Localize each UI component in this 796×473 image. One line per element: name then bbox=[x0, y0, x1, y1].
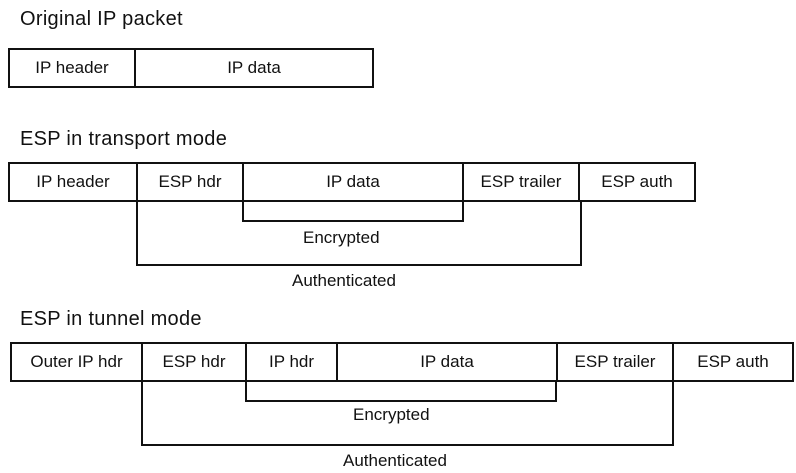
tunnel-esp-trailer-cell: ESP trailer bbox=[556, 342, 674, 382]
tunnel-esp-auth-cell: ESP auth bbox=[672, 342, 794, 382]
tunnel-authenticated-bracket bbox=[141, 382, 674, 446]
transport-esp-auth-cell: ESP auth bbox=[578, 162, 696, 202]
tunnel-mode-title: ESP in tunnel mode bbox=[20, 308, 202, 330]
original-packet-row: IP header IP data bbox=[8, 48, 374, 88]
transport-encrypted-bracket bbox=[242, 202, 464, 222]
tunnel-packet-row: Outer IP hdr ESP hdr IP hdr IP data ESP … bbox=[10, 342, 794, 382]
transport-authenticated-label: Authenticated bbox=[292, 271, 396, 290]
transport-authenticated-bracket bbox=[136, 202, 582, 266]
tunnel-ip-data-cell: IP data bbox=[336, 342, 558, 382]
tunnel-encrypted-label: Encrypted bbox=[353, 405, 430, 424]
transport-packet-row: IP header ESP hdr IP data ESP trailer ES… bbox=[8, 162, 696, 202]
original-ip-header-cell: IP header bbox=[8, 48, 136, 88]
transport-ip-header-cell: IP header bbox=[8, 162, 138, 202]
tunnel-esp-hdr-cell: ESP hdr bbox=[141, 342, 247, 382]
transport-mode-title: ESP in transport mode bbox=[20, 128, 228, 150]
transport-ip-data-cell: IP data bbox=[242, 162, 464, 202]
original-ip-data-cell: IP data bbox=[134, 48, 374, 88]
original-packet-title: Original IP packet bbox=[20, 8, 183, 30]
transport-esp-hdr-cell: ESP hdr bbox=[136, 162, 244, 202]
transport-encrypted-label: Encrypted bbox=[303, 228, 380, 247]
tunnel-outer-ip-hdr-cell: Outer IP hdr bbox=[10, 342, 143, 382]
transport-esp-trailer-cell: ESP trailer bbox=[462, 162, 580, 202]
tunnel-authenticated-label: Authenticated bbox=[343, 451, 447, 470]
tunnel-encrypted-bracket bbox=[245, 382, 557, 402]
tunnel-ip-hdr-cell: IP hdr bbox=[245, 342, 338, 382]
